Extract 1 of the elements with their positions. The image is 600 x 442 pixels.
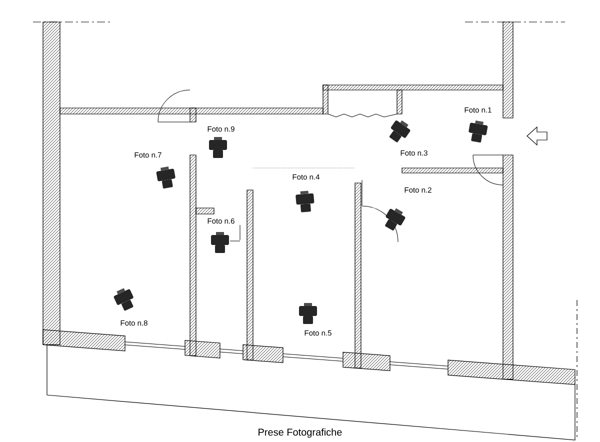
plan-title: Prese Fotografiche	[258, 428, 342, 438]
